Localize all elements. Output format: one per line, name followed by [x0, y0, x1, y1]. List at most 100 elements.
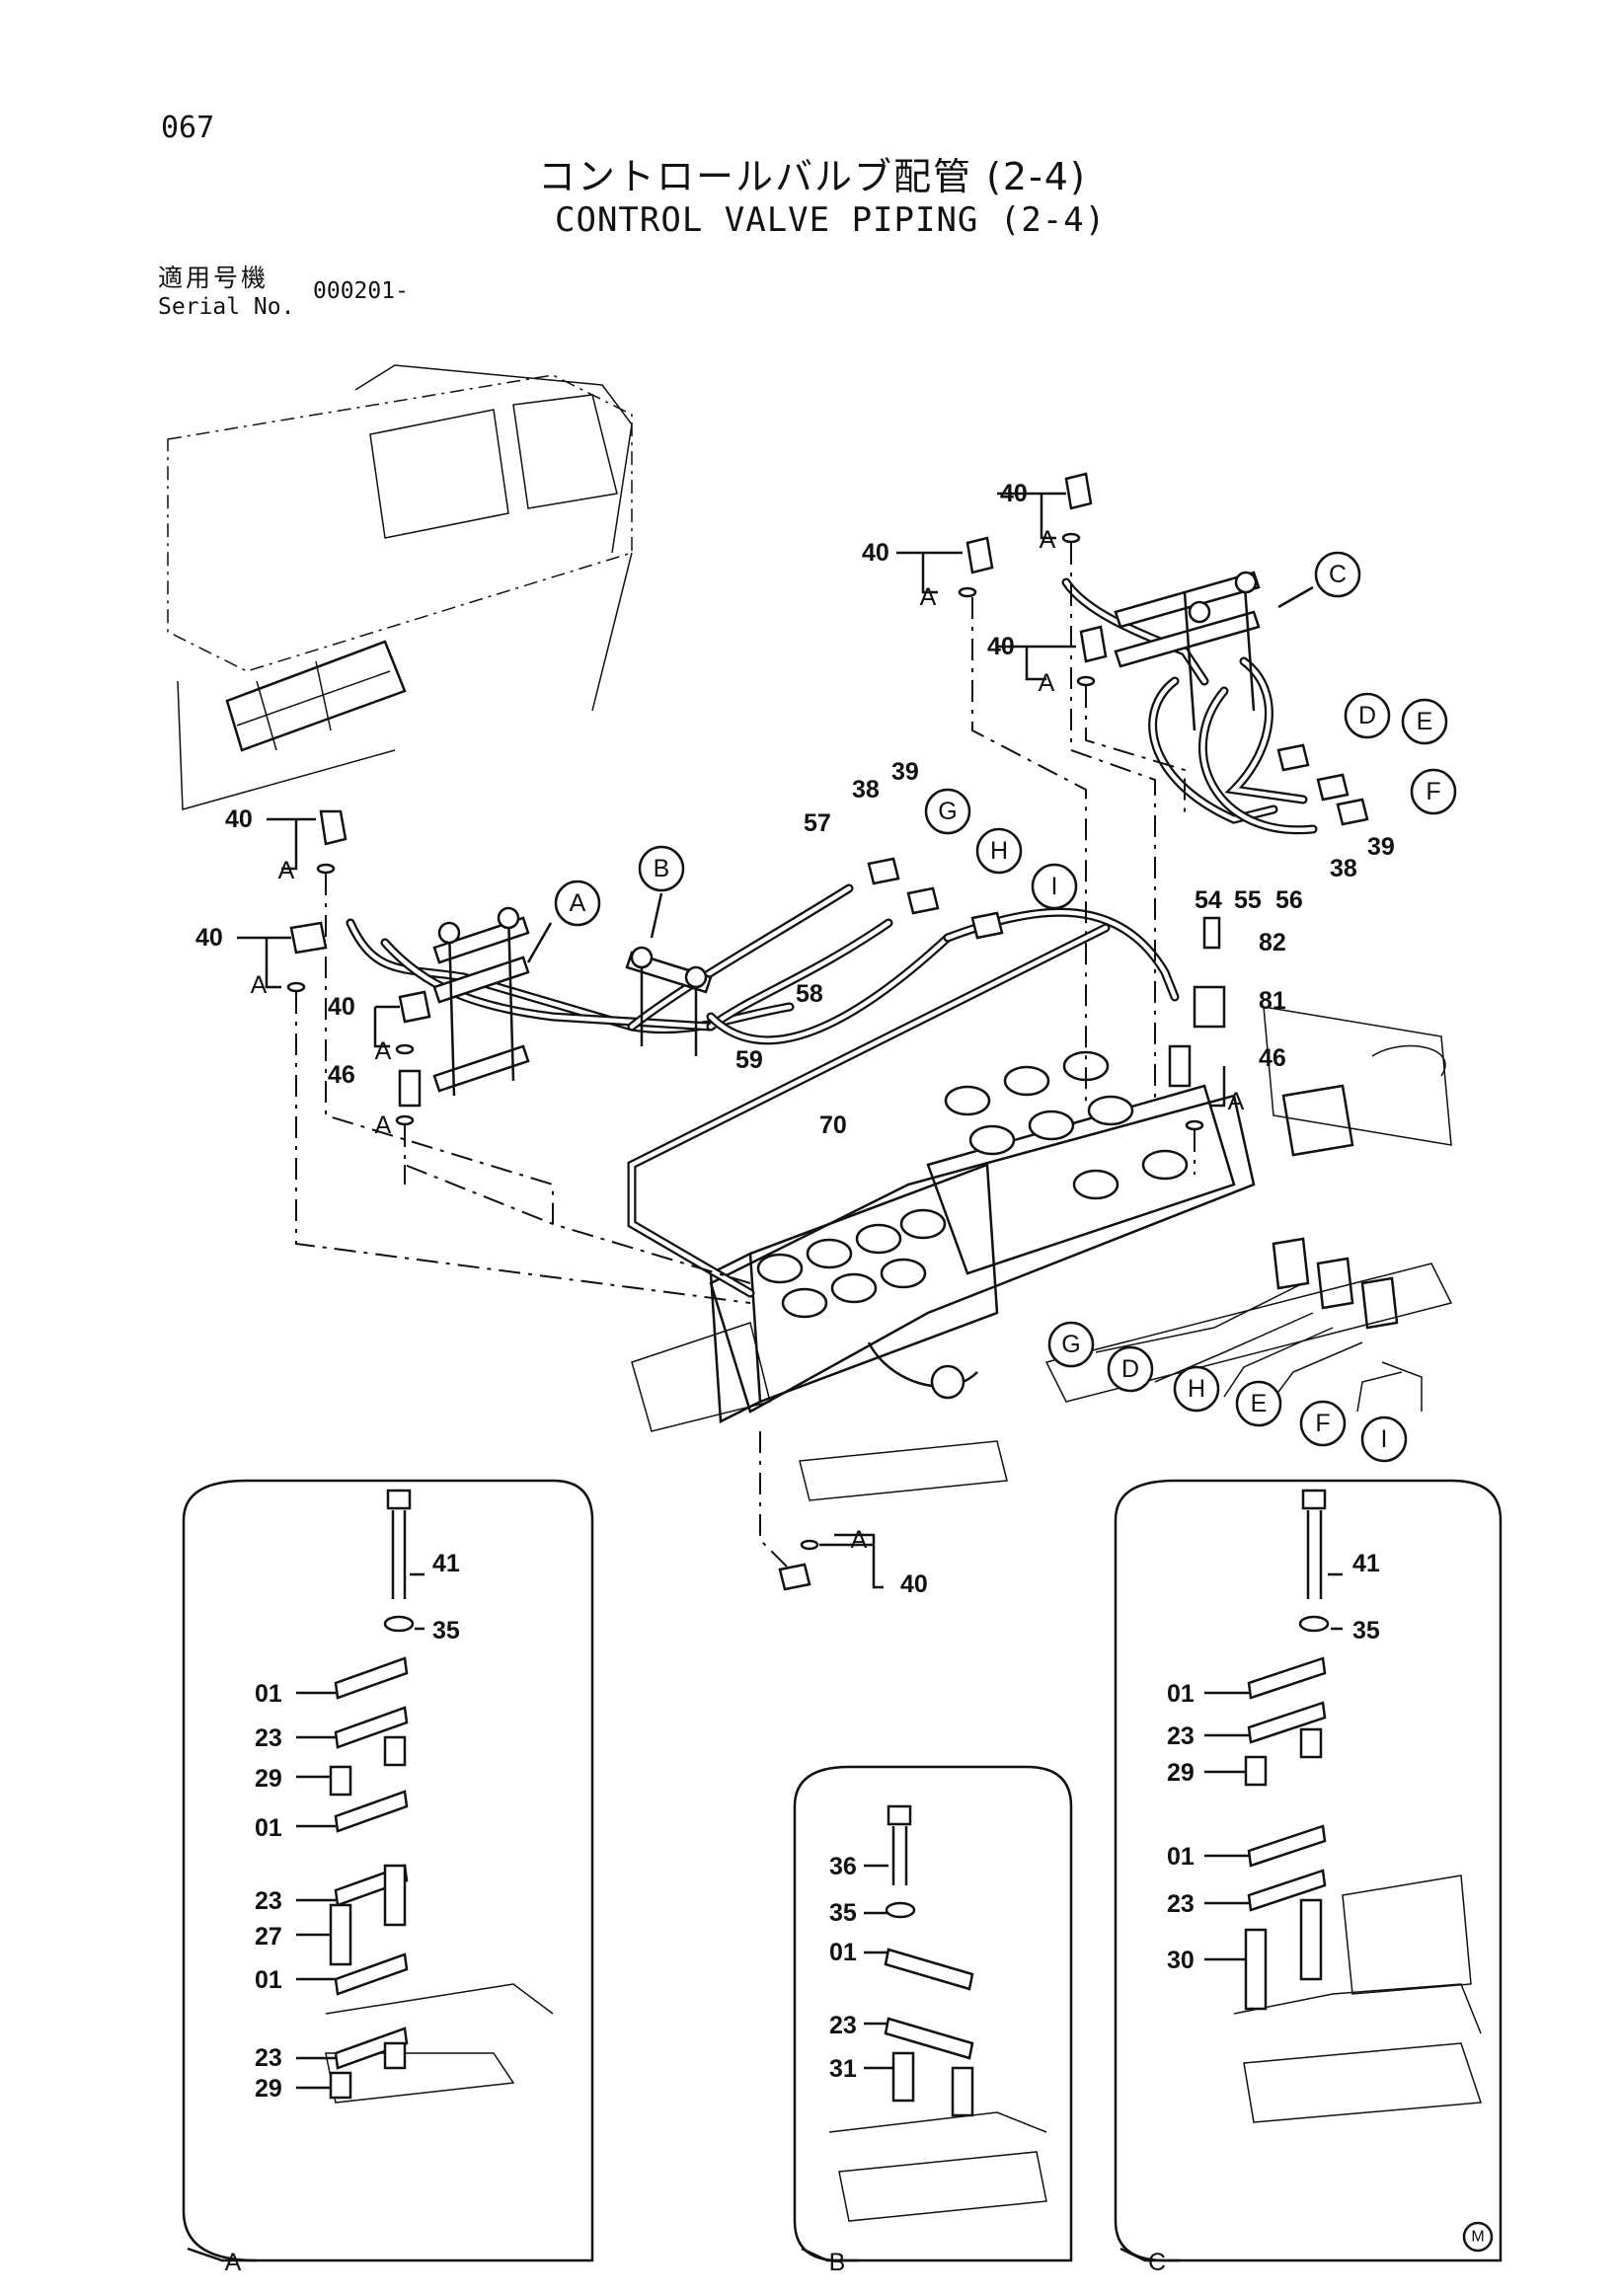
- svg-text:56: 56: [1275, 886, 1303, 914]
- svg-text:01: 01: [255, 1680, 282, 1708]
- svg-text:01: 01: [1167, 1843, 1195, 1871]
- svg-text:A: A: [251, 971, 268, 999]
- svg-text:55: 55: [1234, 886, 1262, 914]
- svg-text:40: 40: [1000, 480, 1028, 507]
- svg-text:29: 29: [255, 2075, 282, 2103]
- svg-text:59: 59: [735, 1046, 763, 1074]
- svg-text:54: 54: [1195, 886, 1222, 914]
- svg-text:A: A: [375, 1111, 392, 1139]
- svg-text:A: A: [851, 1526, 868, 1554]
- clamp-assembly-A: [432, 906, 530, 1097]
- svg-text:H: H: [1188, 1375, 1205, 1403]
- svg-text:29: 29: [255, 1765, 282, 1793]
- port-callout-F: F: [1299, 1400, 1347, 1447]
- svg-text:23: 23: [255, 1724, 282, 1752]
- svg-text:40: 40: [328, 993, 355, 1021]
- callout-E: E: [1401, 698, 1448, 745]
- serial-label-japanese: 適用号機: [158, 264, 270, 292]
- port-callout-H: H: [1173, 1365, 1220, 1413]
- svg-text:40: 40: [195, 924, 223, 952]
- clamp-assembly-C: [1114, 571, 1261, 731]
- svg-text:H: H: [990, 837, 1008, 865]
- svg-text:23: 23: [1167, 1722, 1195, 1750]
- page-number: 067: [161, 111, 215, 145]
- svg-text:27: 27: [255, 1923, 282, 1951]
- svg-text:70: 70: [819, 1111, 847, 1139]
- svg-text:57: 57: [804, 809, 831, 837]
- detail-box-A: 41 35 01 23 29 01 23 27 01 23 29 A: [182, 1479, 594, 2276]
- svg-text:G: G: [938, 798, 957, 825]
- callout-F: F: [1410, 768, 1457, 815]
- svg-text:01: 01: [255, 1966, 282, 1994]
- fittings: [286, 472, 1369, 1591]
- footer-circled-mark: M: [1462, 2221, 1494, 2253]
- svg-text:A: A: [1039, 669, 1055, 697]
- svg-text:A: A: [920, 583, 937, 611]
- svg-text:A: A: [225, 2249, 242, 2276]
- leader-brackets: [237, 492, 1226, 1589]
- callout-I: I: [1031, 863, 1078, 910]
- svg-text:G: G: [1061, 1331, 1080, 1358]
- svg-text:41: 41: [1352, 1550, 1380, 1577]
- svg-text:38: 38: [852, 776, 880, 804]
- control-valve-assembly: [631, 1006, 1453, 1501]
- callout-A: A: [526, 880, 601, 963]
- svg-text:F: F: [1315, 1410, 1330, 1437]
- svg-text:41: 41: [432, 1550, 460, 1577]
- routing-lines: [295, 543, 1196, 1570]
- serial-label-english: Serial No.: [158, 294, 295, 320]
- part-labels-main: 40 A 40 A 40 A 46 A 40 A 40 A 40 A 38 39…: [195, 480, 1395, 1598]
- detail-box-C: 41 35 01 23 29 01 23 30 C: [1114, 1479, 1503, 2276]
- svg-text:39: 39: [1367, 833, 1395, 861]
- svg-text:38: 38: [1330, 855, 1357, 882]
- callout-C: C: [1277, 551, 1361, 609]
- svg-text:I: I: [1381, 1425, 1388, 1453]
- svg-text:C: C: [1148, 2249, 1166, 2276]
- port-callout-I: I: [1360, 1416, 1408, 1463]
- svg-text:58: 58: [796, 980, 823, 1008]
- machine-body-outline: [167, 364, 633, 810]
- svg-text:D: D: [1121, 1355, 1139, 1383]
- valve-spool-caps: [756, 1050, 1189, 1319]
- port-callout-D: D: [1107, 1345, 1154, 1393]
- clamp-assembly-B: [625, 946, 713, 1056]
- svg-text:30: 30: [1167, 1947, 1195, 1974]
- svg-text:A: A: [375, 1037, 392, 1065]
- svg-text:23: 23: [255, 2044, 282, 2072]
- serial-number-value: 000201-: [313, 278, 409, 304]
- svg-text:A: A: [1040, 526, 1056, 554]
- svg-text:36: 36: [829, 1853, 857, 1880]
- svg-text:46: 46: [1259, 1044, 1286, 1072]
- svg-text:29: 29: [1167, 1759, 1195, 1787]
- svg-text:01: 01: [829, 1939, 857, 1966]
- svg-text:40: 40: [862, 539, 889, 567]
- port-callout-G: G: [1047, 1321, 1095, 1368]
- callout-G: G: [924, 788, 971, 835]
- svg-text:D: D: [1358, 702, 1376, 729]
- port-callout-E: E: [1235, 1380, 1282, 1427]
- svg-text:40: 40: [225, 805, 253, 833]
- page-title-japanese: コントロールバルブ配管 (2-4): [538, 155, 1087, 198]
- svg-text:35: 35: [1352, 1617, 1380, 1645]
- page-title-english: CONTROL VALVE PIPING (2-4): [555, 200, 1107, 240]
- svg-text:B: B: [829, 2249, 846, 2276]
- port-callout-lines: [1095, 1282, 1423, 1413]
- svg-text:E: E: [1251, 1390, 1268, 1417]
- svg-text:01: 01: [1167, 1680, 1195, 1708]
- svg-text:M: M: [1471, 2229, 1484, 2246]
- svg-text:23: 23: [255, 1887, 282, 1915]
- svg-text:B: B: [654, 855, 670, 882]
- svg-text:A: A: [1228, 1088, 1245, 1115]
- callout-D: D: [1344, 692, 1391, 739]
- svg-text:F: F: [1426, 778, 1440, 805]
- svg-text:E: E: [1417, 708, 1433, 735]
- svg-text:A: A: [278, 857, 295, 884]
- callout-B: B: [638, 845, 685, 939]
- svg-text:82: 82: [1259, 929, 1286, 957]
- svg-text:23: 23: [829, 2012, 857, 2039]
- svg-text:31: 31: [829, 2055, 857, 2083]
- svg-text:35: 35: [829, 1899, 857, 1927]
- svg-text:46: 46: [328, 1061, 355, 1089]
- svg-text:39: 39: [891, 758, 919, 786]
